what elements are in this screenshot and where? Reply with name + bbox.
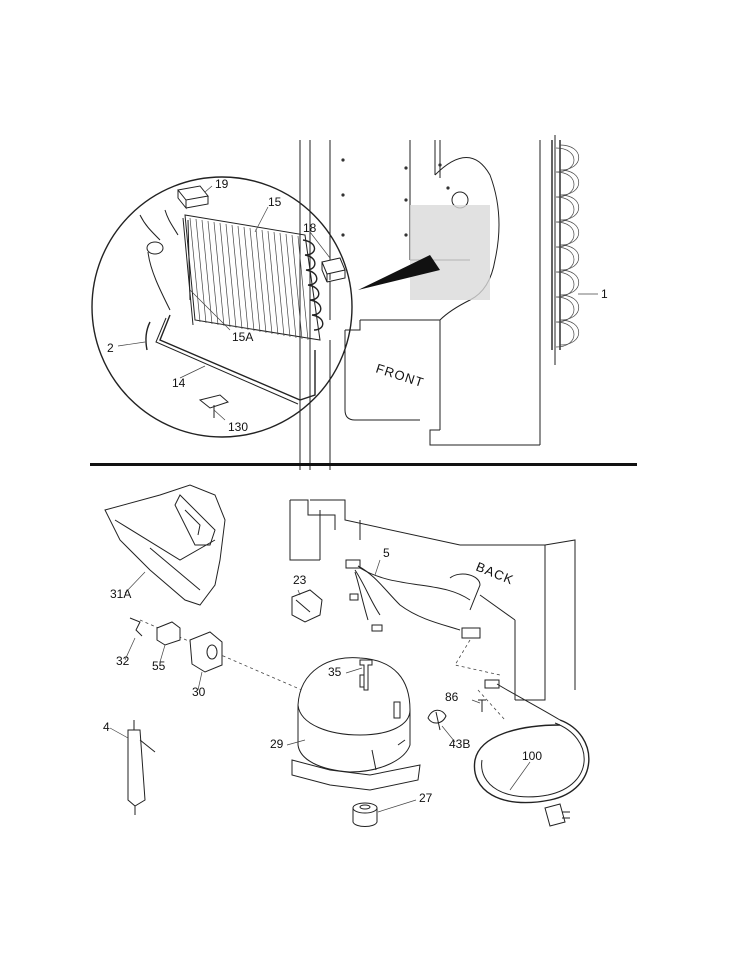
callout-15a: 15A	[232, 330, 253, 344]
screw-86	[478, 699, 486, 712]
part-18-block	[321, 257, 346, 283]
section-divider	[90, 463, 637, 466]
evaporator-coil	[182, 214, 324, 341]
callout-18: 18	[303, 221, 317, 235]
callout-14: 14	[172, 376, 186, 390]
callout-19: 19	[215, 177, 229, 191]
callout-4: 4	[103, 720, 110, 734]
callout-130: 130	[228, 420, 248, 434]
detail-circle	[91, 176, 353, 438]
condenser-coil	[551, 140, 579, 350]
part-23-relay	[291, 589, 323, 623]
part-19-block	[177, 185, 209, 210]
leader-lines-top	[117, 185, 598, 421]
assembly-dashed-lines	[139, 619, 506, 721]
callout-55: 55	[152, 659, 166, 673]
callout-35: 35	[328, 665, 342, 679]
detail-pointer	[358, 255, 440, 290]
callout-1: 1	[601, 287, 608, 301]
relay-parts	[129, 617, 223, 673]
filter-drier	[127, 720, 156, 815]
front-label: FRONT	[374, 361, 426, 391]
wire-harness	[345, 559, 481, 639]
callout-29: 29	[270, 737, 284, 751]
callout-43b: 43B	[449, 737, 470, 751]
callout-2: 2	[107, 341, 114, 355]
compressor	[291, 657, 421, 791]
bolt-35	[359, 659, 373, 691]
callout-30: 30	[192, 685, 206, 699]
callout-86: 86	[445, 690, 459, 704]
drain-pan	[104, 484, 226, 606]
callout-23: 23	[293, 573, 307, 587]
callout-100: 100	[522, 749, 542, 763]
cabinet-outline	[299, 135, 556, 470]
callout-15: 15	[268, 195, 282, 209]
wiring-and-tubing	[139, 209, 316, 418]
leader-lines-bottom	[109, 559, 531, 813]
callout-5: 5	[383, 546, 390, 560]
power-cord	[473, 679, 590, 827]
grommet-27	[352, 802, 378, 827]
cabinet-back-outline	[289, 499, 576, 701]
callout-31a: 31A	[110, 587, 131, 601]
evaporator-cover-area	[410, 205, 490, 300]
callout-32: 32	[116, 654, 130, 668]
callout-27: 27	[419, 791, 433, 805]
clip-43b	[427, 709, 447, 731]
